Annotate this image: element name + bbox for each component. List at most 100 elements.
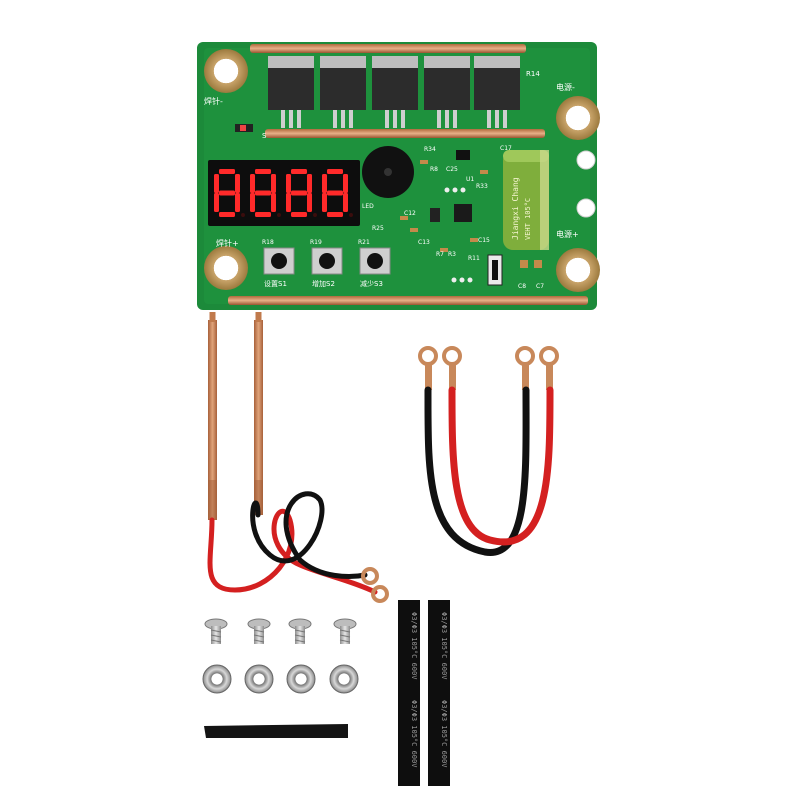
copper-bus-bar-bottom <box>228 296 588 305</box>
mounting-hole <box>576 150 596 170</box>
button-ref: R18 <box>262 239 274 246</box>
display-segment <box>219 212 235 217</box>
display-segment <box>322 193 327 212</box>
mosfet <box>372 56 418 128</box>
heat-shrink-marking: Φ3/Φ3 105°C 600V <box>410 700 418 768</box>
electrolytic-capacitor: Jiangxi Chang VEHT 105°C <box>503 150 549 250</box>
ref-r14: R14 <box>526 70 540 78</box>
mosfet-array <box>268 56 520 128</box>
mosfet <box>474 56 520 128</box>
ref-c15: C15 <box>478 237 490 244</box>
welding-pen-pair <box>207 312 389 603</box>
mosfet <box>424 56 470 128</box>
welding-pen-left <box>208 320 217 520</box>
ref-r7: R7 <box>436 251 444 258</box>
display-segment <box>235 193 240 212</box>
welding-pen-right <box>254 320 263 515</box>
decimal-point <box>241 213 245 217</box>
display-segment <box>286 193 291 212</box>
copper-bus-bar-middle <box>265 129 545 138</box>
nut <box>286 664 316 694</box>
display-segment <box>255 190 271 196</box>
terminal-pad-top-right <box>556 96 600 140</box>
nut <box>202 664 232 694</box>
ref-c8: C8 <box>518 283 526 290</box>
capacitor-brand: Jiangxi Chang <box>511 177 520 240</box>
ref-r11: R11 <box>468 255 480 262</box>
mosfet <box>268 56 314 128</box>
display-segment <box>327 190 343 196</box>
mounting-hole <box>576 198 596 218</box>
display-digit <box>322 169 353 217</box>
display-digit <box>214 169 245 217</box>
display-segment <box>255 169 271 174</box>
spot-welder-pcb: 焊针- 焊针+ 电源- 电源+ R14 S LED R18 设置S1 R19 增加S2… <box>197 42 600 310</box>
pad-label-top-left: 焊针- <box>204 96 223 106</box>
crystal <box>430 208 440 222</box>
decimal-point <box>313 213 317 217</box>
ref-led: LED <box>362 203 374 210</box>
tact-switch-2[interactable]: R19 增加S2 <box>310 239 343 288</box>
screw <box>247 618 271 644</box>
terminal-pad-top-left <box>204 49 248 93</box>
button-label: 设置S1 <box>264 279 287 288</box>
insulating-strip <box>204 724 348 738</box>
pad-label-bottom-right: 电源+ <box>556 229 579 239</box>
heat-shrink-marking: Φ3/Φ3 105°C 600V <box>440 612 448 680</box>
display-segment <box>255 212 271 217</box>
display-segment <box>291 190 307 196</box>
battery-cable-black <box>424 386 530 556</box>
display-segment <box>214 174 219 193</box>
button-label: 增加S2 <box>312 279 335 288</box>
copper-bus-bar-top <box>250 44 526 53</box>
tact-switch-1[interactable]: R18 设置S1 <box>262 239 295 288</box>
ring-terminal <box>515 346 535 366</box>
display-segment <box>327 212 343 217</box>
pad-label-bottom-left: 焊针+ <box>216 238 239 248</box>
welding-pen-wire-black <box>250 491 368 579</box>
pad-label-top-right: 电源- <box>556 82 575 92</box>
display-segment <box>343 174 348 193</box>
display-segment <box>235 174 240 193</box>
screw <box>204 618 228 644</box>
nut <box>329 664 359 694</box>
ref-c17: C17 <box>500 145 512 152</box>
ref-r33: R33 <box>476 183 488 190</box>
seven-segment-display <box>208 160 360 226</box>
mosfet <box>320 56 366 128</box>
ref-r3: R3 <box>448 251 456 258</box>
display-segment <box>291 212 307 217</box>
ring-terminal <box>539 346 559 366</box>
display-segment <box>219 190 235 196</box>
display-segment <box>219 169 235 174</box>
button-ref: R19 <box>310 239 322 246</box>
display-segment <box>286 174 291 193</box>
display-digit <box>250 169 281 217</box>
terminal-pad-bottom-right <box>556 248 600 292</box>
display-segment <box>327 169 343 174</box>
display-segment <box>307 174 312 193</box>
control-ic <box>454 204 472 222</box>
ring-terminal <box>442 346 462 366</box>
display-segment <box>250 174 255 193</box>
ref-r8: R8 <box>430 166 438 173</box>
capacitor-marking: VEHT 105°C <box>524 198 532 240</box>
heat-shrink-marking: Φ3/Φ3 105°C 600V <box>410 612 418 680</box>
display-segment <box>291 169 307 174</box>
terminal-pad-bottom-left <box>204 246 248 290</box>
ring-terminal <box>371 585 389 603</box>
ring-terminal <box>418 346 438 366</box>
ref-s: S <box>262 132 267 140</box>
button-ref: R21 <box>358 239 370 246</box>
screw-set <box>204 618 357 644</box>
nut <box>244 664 274 694</box>
ref-u1: U1 <box>466 176 474 183</box>
ref-c7: C7 <box>536 283 544 290</box>
ref-c12: C12 <box>404 210 416 217</box>
ring-terminal <box>361 567 379 585</box>
display-segment <box>322 174 327 193</box>
decimal-point <box>349 213 353 217</box>
